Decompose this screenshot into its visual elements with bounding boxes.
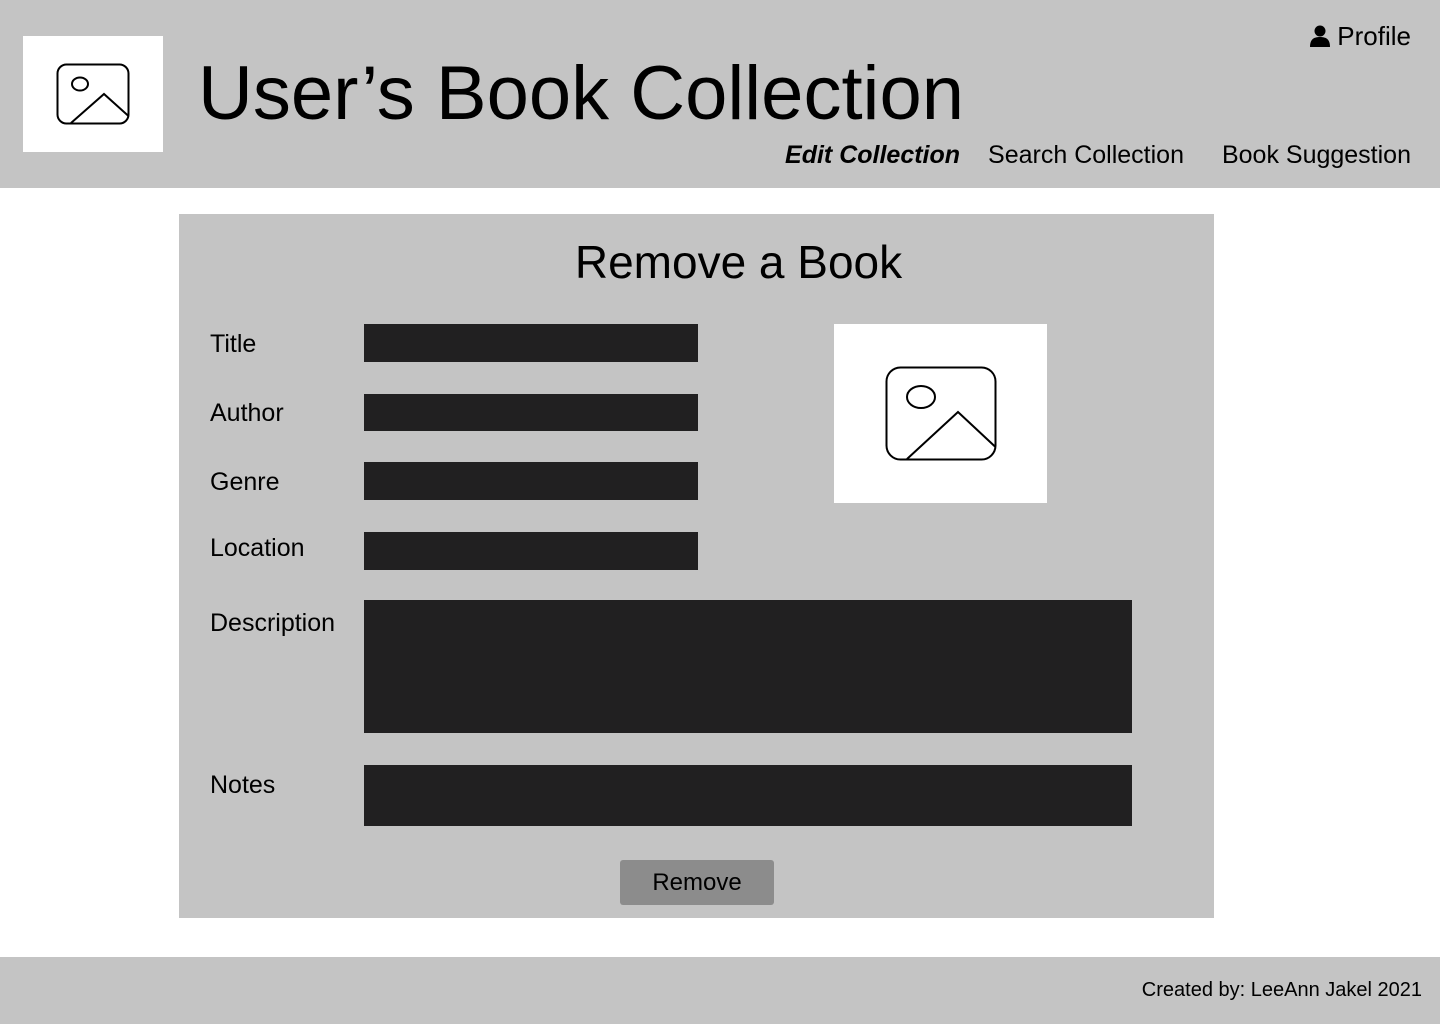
footer-credit: Created by: LeeAnn Jakel 2021 [1141,979,1422,1001]
location-label: Location [210,534,305,562]
description-field[interactable] [364,600,1132,733]
title-field[interactable] [364,324,698,362]
notes-field[interactable] [364,765,1132,826]
app-title: User’s Book Collection [198,51,964,136]
image-placeholder-icon [885,366,996,461]
form-heading: Remove a Book [574,236,903,288]
profile-label: Profile [1337,21,1411,51]
user-icon [1310,25,1331,47]
description-label: Description [210,609,336,637]
author-label: Author [210,399,284,427]
genre-field[interactable] [364,462,698,500]
footer: Created by: LeeAnn Jakel 2021 [0,957,1440,1024]
remove-button[interactable]: Remove [620,860,774,905]
author-field[interactable] [364,394,698,431]
logo[interactable] [23,36,163,152]
notes-label: Notes [210,771,276,799]
header: User’s Book Collection Profile Edit Coll… [0,0,1440,188]
title-label: Title [210,330,257,358]
main-nav: Edit Collection Search Collection Book S… [785,139,1411,171]
genre-label: Genre [210,468,280,496]
profile-link[interactable]: Profile [1309,20,1411,52]
nav-book-suggestion[interactable]: Book Suggestion [1221,141,1411,169]
remove-book-form: Remove a Book Title Author Genre Locatio… [179,214,1214,918]
nav-search-collection[interactable]: Search Collection [988,141,1184,169]
location-field[interactable] [364,532,698,570]
nav-edit-collection[interactable]: Edit Collection [785,141,961,169]
book-cover-image[interactable] [834,324,1047,503]
image-placeholder-icon [56,63,130,125]
